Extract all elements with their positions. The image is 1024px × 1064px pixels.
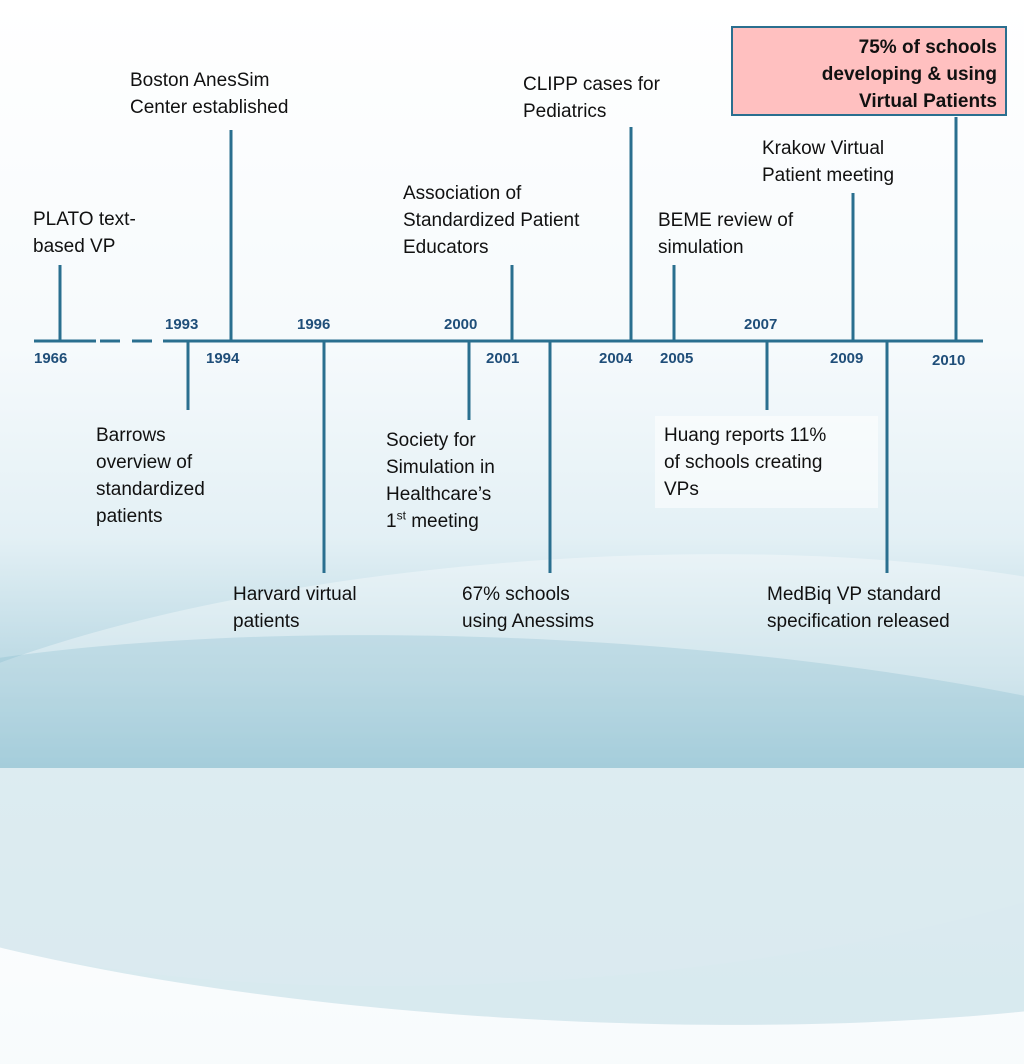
event-krakow-line2: Patient meeting: [762, 165, 895, 186]
event-barrows-line3: standardized: [96, 479, 205, 500]
event-beme-line2: simulation: [658, 237, 744, 258]
event-barrows: Barrows overview of standardized patient…: [96, 422, 205, 530]
year-2009: 2009: [830, 350, 864, 367]
ssih-meeting-text: meeting: [405, 511, 479, 532]
year-2005: 2005: [660, 350, 694, 367]
event-harvard: Harvard virtual patients: [233, 581, 357, 635]
event-aspe-line3: Educators: [403, 237, 489, 258]
event-barrows-line4: patients: [96, 506, 163, 527]
event-aspe: Association of Standardized Patient Educ…: [403, 180, 579, 261]
event-huang-line1: Huang reports 11%: [664, 425, 827, 446]
event-krakow: Krakow Virtual Patient meeting: [762, 135, 894, 189]
year-2000: 2000: [444, 316, 478, 333]
event-huang: Huang reports 11% of schools creating VP…: [664, 422, 826, 503]
year-1966: 1966: [34, 350, 68, 367]
year-2004: 2004: [599, 350, 633, 367]
event-plato: PLATO text- based VP: [33, 206, 136, 260]
event-anessims-line2: using Anessims: [462, 611, 595, 632]
timeline-slide: 1966 1993 1994 1996 2000 2001 2004 2005 …: [0, 26, 1024, 1064]
event-barrows-line1: Barrows: [96, 425, 166, 446]
year-2010: 2010: [932, 352, 966, 369]
ssih-ordinal-number: 1: [386, 511, 397, 532]
event-beme-line1: BEME review of: [658, 210, 794, 231]
event-harvard-line1: Harvard virtual: [233, 584, 357, 605]
event-ssih: Society for Simulation in Healthcare’s 1…: [386, 427, 495, 535]
year-1996: 1996: [297, 316, 331, 333]
event-harvard-line2: patients: [233, 611, 300, 632]
event-aspe-line1: Association of: [403, 183, 522, 204]
event-clipp-line1: CLIPP cases for: [523, 74, 660, 95]
event-plato-line2: based VP: [33, 236, 116, 257]
event-clipp-line2: Pediatrics: [523, 101, 607, 122]
event-ssih-line2: Simulation in: [386, 457, 495, 478]
event-huang-line2: of schools creating: [664, 452, 823, 473]
event-anessims: 67% schools using Anessims: [462, 581, 594, 635]
callout-line3: Virtual Patients: [859, 91, 997, 112]
event-barrows-line2: overview of: [96, 452, 193, 473]
year-2001: 2001: [486, 350, 520, 367]
event-huang-line3: VPs: [664, 479, 699, 500]
callout-box: 75% of schools developing & using Virtua…: [731, 26, 1007, 116]
event-ssih-line4: 1st meeting: [386, 508, 495, 535]
callout-line1: 75% of schools: [858, 37, 997, 58]
event-medbiq: MedBiq VP standard specification release…: [767, 581, 950, 635]
event-boston-line2: Center established: [130, 97, 289, 118]
event-krakow-line1: Krakow Virtual: [762, 138, 885, 159]
huang-background: [655, 416, 878, 508]
event-medbiq-line1: MedBiq VP standard: [767, 584, 941, 605]
year-1993: 1993: [165, 316, 199, 333]
event-beme: BEME review of simulation: [658, 207, 793, 261]
event-boston: Boston AnesSim Center established: [130, 67, 288, 121]
timeline-graphic: [34, 117, 983, 573]
event-clipp: CLIPP cases for Pediatrics: [523, 71, 660, 125]
event-plato-line1: PLATO text-: [33, 209, 136, 230]
ssih-ordinal-suffix: st: [396, 508, 406, 523]
event-boston-line1: Boston AnesSim: [130, 70, 270, 91]
event-anessims-line1: 67% schools: [462, 584, 570, 605]
event-ssih-line3: Healthcare’s: [386, 484, 492, 505]
year-2007: 2007: [744, 316, 778, 333]
year-1994: 1994: [206, 350, 240, 367]
event-ssih-line1: Society for: [386, 430, 476, 451]
callout-line2: developing & using: [821, 64, 997, 85]
event-medbiq-line2: specification released: [767, 611, 950, 632]
event-aspe-line2: Standardized Patient: [403, 210, 580, 231]
